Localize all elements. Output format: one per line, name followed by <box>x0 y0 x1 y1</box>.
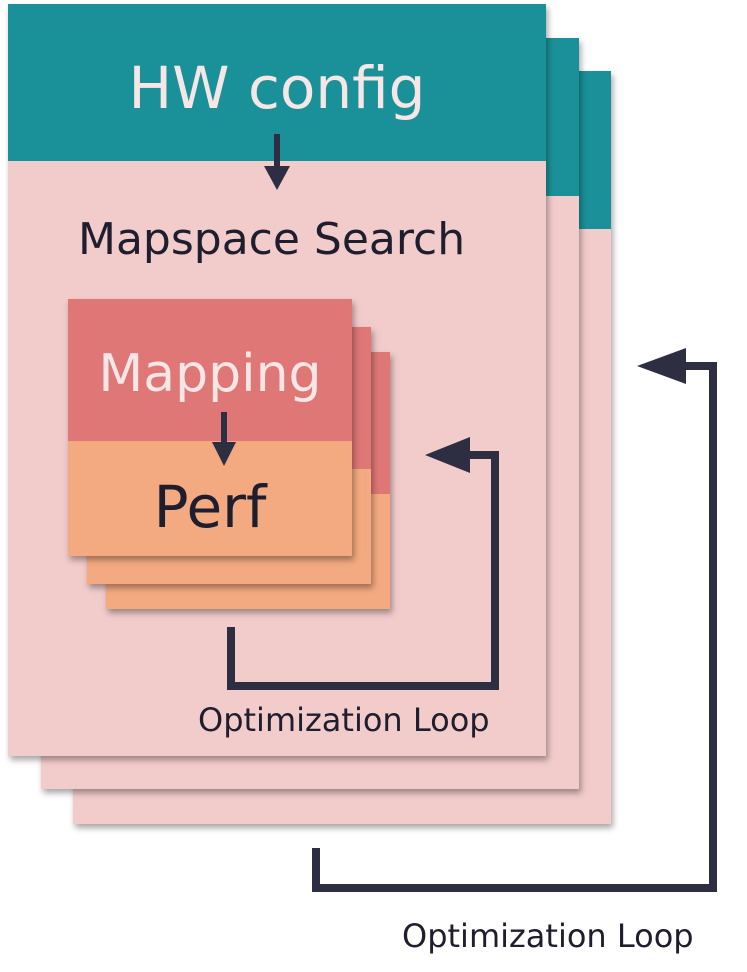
outer-loop-arrow <box>312 348 717 892</box>
outer-loop-label: Optimization Loop <box>402 917 694 955</box>
mapping-band <box>68 299 352 441</box>
mapping-label: Mapping <box>98 344 322 404</box>
hw-config-label: HW config <box>128 54 426 122</box>
mapping-to-perf-arrow <box>212 412 236 466</box>
mapspace-search-label: Mapspace Search <box>78 214 466 265</box>
inner-loop-label: Optimization Loop <box>198 701 490 739</box>
perf-label: Perf <box>153 473 267 541</box>
inner-card-front <box>68 299 352 556</box>
inner-loop-arrow <box>227 437 499 690</box>
hw-to-search-arrow <box>264 134 290 190</box>
